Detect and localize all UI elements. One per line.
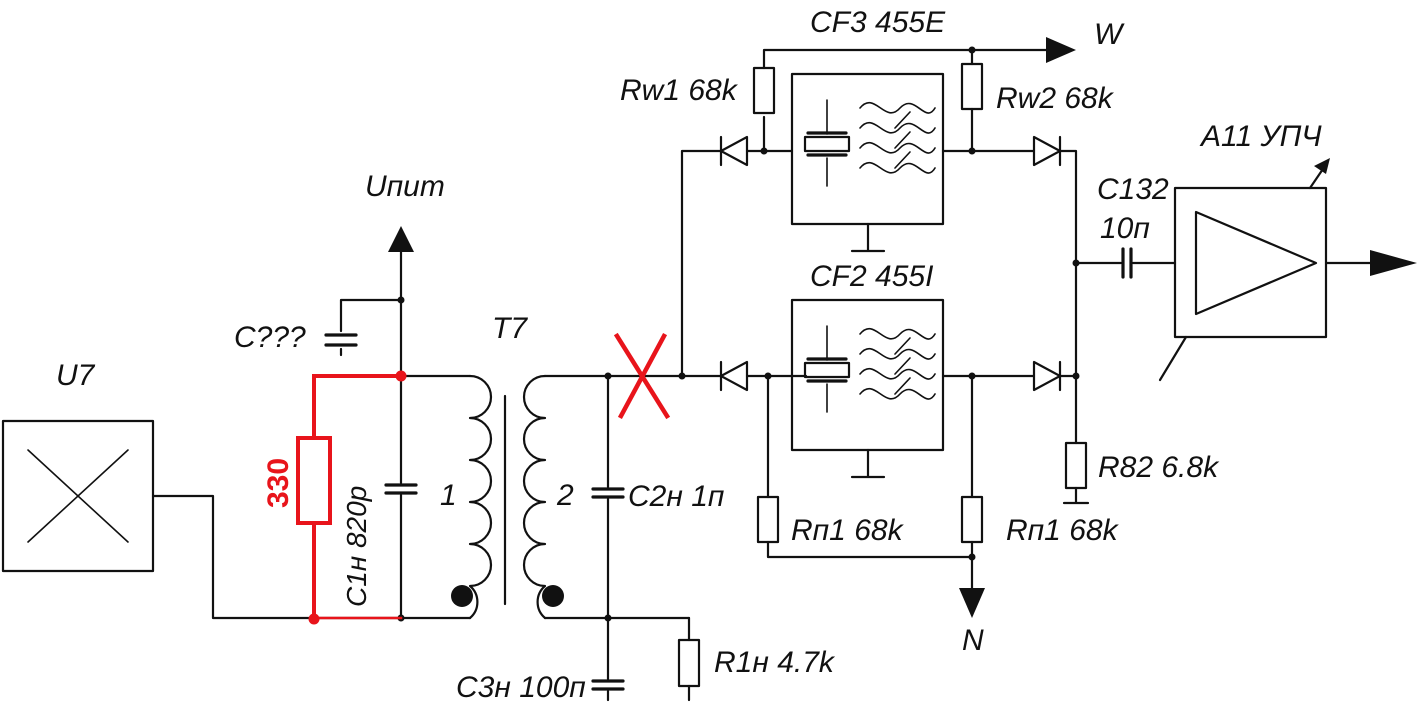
r82-label: R82 6.8k [1098, 451, 1220, 484]
cf3-filter [790, 72, 945, 253]
w-label: W [1094, 18, 1125, 51]
rn1-left-label: Rп1 68k [791, 514, 905, 547]
c132-capacitor [1074, 247, 1177, 279]
t7-label: T7 [492, 312, 528, 345]
c132-name-label: C132 [1097, 173, 1169, 206]
rw1-label: Rw1 68k [620, 74, 739, 107]
c3-capacitor [591, 616, 625, 702]
c2-label: C2н 1п [628, 480, 724, 513]
rn1-right-label: Rп1 68k [1006, 514, 1120, 547]
r1-resistor [677, 616, 701, 702]
c132-value-label: 10п [1100, 212, 1150, 245]
c-unknown-label: C??? [234, 321, 306, 354]
t7-transformer [451, 374, 564, 620]
red-resistor-label: 330 [262, 458, 295, 508]
r82-resistor [1062, 374, 1090, 505]
n-label: N [962, 624, 984, 657]
red-resistor-330 [296, 370, 407, 625]
diode-lower-right [1032, 360, 1078, 392]
rw2-resistor [960, 48, 984, 153]
winding-1-label: 1 [440, 479, 457, 512]
winding-2-label: 2 [556, 479, 574, 512]
c1-label: C1н 820р [341, 486, 372, 607]
c1-capacitor [384, 374, 418, 620]
cf3-label: CF3 455E [810, 6, 946, 39]
output-arrow-icon [1370, 250, 1417, 276]
red-cross-mark [613, 332, 671, 420]
upit-arrow-icon [388, 226, 414, 252]
a11-label: A11 УПЧ [1199, 120, 1322, 153]
cf2-label: CF2 455I [810, 260, 933, 293]
diode-lower-left [719, 360, 808, 392]
u7-output-wire [151, 494, 472, 620]
rw2-label: Rw2 68k [996, 82, 1115, 115]
diode-upper-right [1032, 135, 1078, 378]
diode-upper-left [719, 135, 794, 167]
upit-label: Uпит [365, 170, 445, 203]
u7-block [1, 419, 155, 573]
c3-label: C3н 100п [456, 671, 586, 704]
rw1-resistor [752, 48, 1050, 115]
c-unknown-capacitor [324, 298, 403, 357]
n-arrow-icon [959, 588, 985, 618]
rn1-left-resistor [756, 374, 974, 559]
a11-amplifier [1158, 158, 1374, 382]
w-arrow-icon [1046, 37, 1076, 63]
u7-label: U7 [56, 359, 96, 392]
r1-label: R1н 4.7k [714, 646, 836, 679]
cf2-filter [790, 298, 945, 479]
c2-capacitor [591, 374, 625, 620]
rn1-right-resistor [960, 374, 984, 590]
